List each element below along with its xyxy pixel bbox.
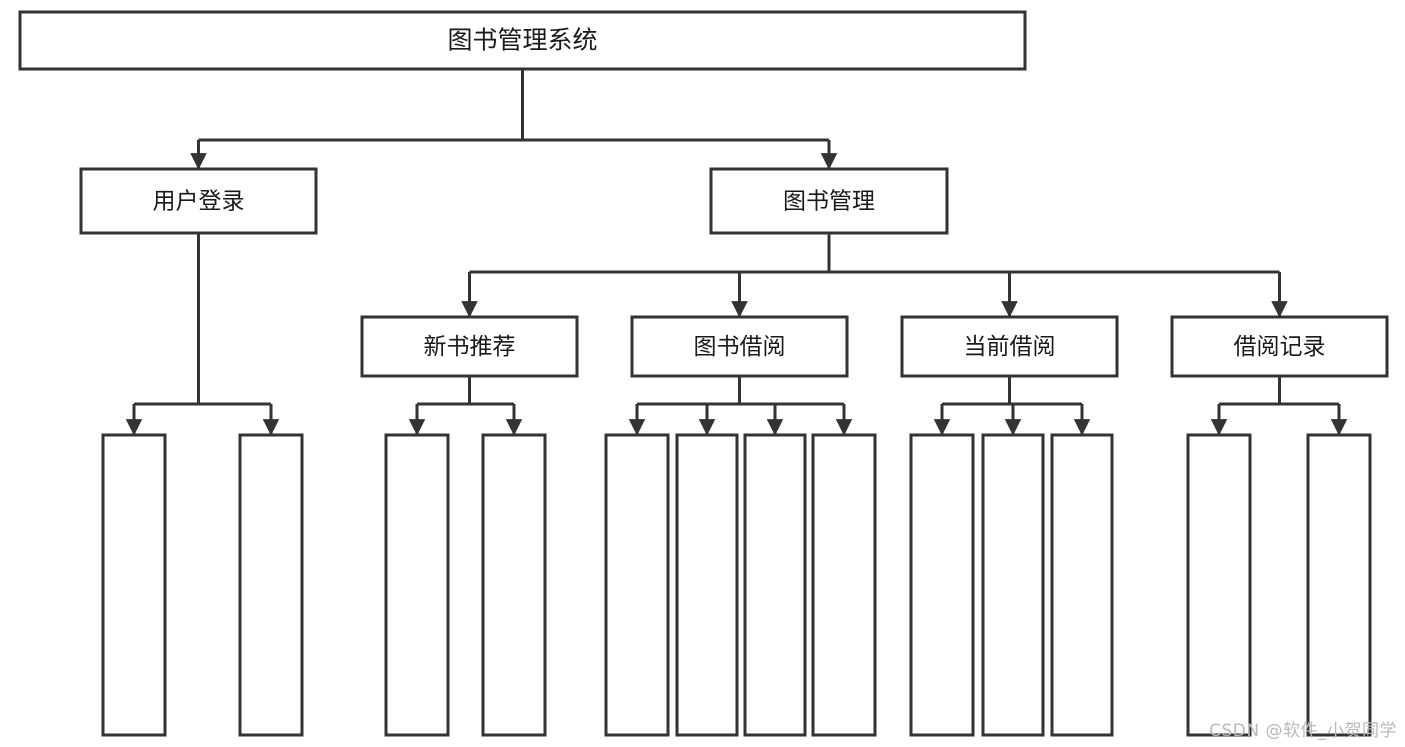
leaf-1-0[interactable] [604,433,670,737]
level3-node-0[interactable]: 新书推荐 [360,315,579,378]
leaf-0-0[interactable] [384,433,450,737]
leaf-2-1[interactable] [981,433,1045,737]
level3-node-1[interactable]: 图书借阅 [630,315,849,378]
login-leaf-1[interactable] [238,433,304,737]
csdn-watermark: CSDN @软件_小贺同学 [1209,721,1397,741]
leaf-1-2[interactable] [743,433,807,737]
node-label: 当前借阅 [964,334,1056,360]
connector-lines [125,69,1348,436]
login-leaf-0[interactable] [101,433,167,737]
node-label: 图书借阅 [694,334,786,360]
node-label: 用户登录 [153,189,245,215]
level3-node-2[interactable]: 当前借阅 [900,315,1119,378]
leaf-1-1[interactable] [675,433,739,737]
leaf-2-2[interactable] [1050,433,1114,737]
node-label: 新书推荐 [424,334,516,360]
leaf-1-3[interactable] [811,433,877,737]
level2-node-0[interactable]: 用户登录 [79,167,318,235]
node-label: 图书管理系统 [447,26,597,55]
level3-node-3[interactable]: 借阅记录 [1170,315,1389,378]
leaf-2-0[interactable] [909,433,975,737]
node-label: 借阅记录 [1234,334,1326,360]
root-node-book-management-system[interactable]: 图书管理系统 [18,10,1027,71]
leaf-0-1[interactable] [481,433,547,737]
leaf-3-1[interactable] [1306,433,1372,737]
leaf-3-0[interactable] [1186,433,1252,737]
node-label: 图书管理 [783,189,875,215]
level2-node-1[interactable]: 图书管理 [709,167,949,235]
